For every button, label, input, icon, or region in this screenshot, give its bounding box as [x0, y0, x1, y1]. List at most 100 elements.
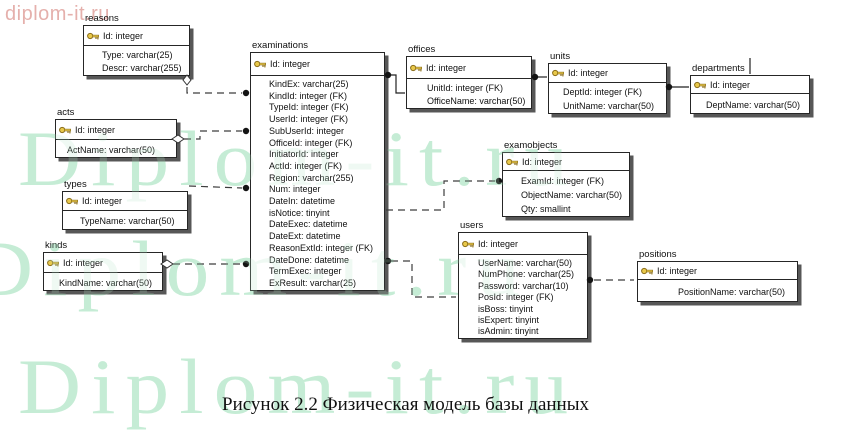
field: TypeName: varchar(50)	[80, 216, 175, 226]
many-cardinality-dot	[384, 71, 392, 79]
field: Region: varchar(255)	[269, 172, 354, 183]
table-acts-fields: ActName: varchar(50)	[56, 140, 176, 157]
table-types-header: Id: integer	[63, 192, 187, 211]
primary-key-field: Id: integer	[710, 79, 751, 90]
table-positions-label: positions	[639, 249, 677, 260]
field: isAdmin: tinyint	[478, 326, 539, 337]
connector-examinations-to-examobjects	[386, 180, 495, 211]
connector-types-to-examinations	[188, 185, 243, 189]
primary-key-icon	[87, 32, 99, 39]
connector-users-to-examinations	[391, 260, 456, 298]
primary-key-icon	[66, 197, 78, 205]
field: PositionName: varchar(50)	[678, 287, 786, 297]
field: KindId: integer (FK)	[269, 90, 348, 101]
field: OfficeId: integer (FK)	[269, 137, 353, 148]
primary-key-icon	[47, 259, 59, 266]
primary-key-icon	[552, 69, 564, 77]
table-positions-fields: PositionName: varchar(50)	[638, 280, 797, 301]
table-reasons-fields: Type: varchar(25) Descr: varchar(255)	[84, 46, 189, 75]
primary-key-icon	[410, 64, 422, 71]
many-cardinality-dot	[242, 89, 250, 97]
field: NumPhone: varchar(25)	[478, 269, 575, 280]
primary-key-field: Id: integer	[63, 257, 104, 268]
field: PosId: integer (FK)	[478, 292, 554, 303]
field: isExpert: tinyint	[478, 315, 540, 326]
field: UserId: integer (FK)	[269, 114, 349, 125]
primary-key-icon	[506, 158, 518, 165]
connector-acts-to-examinations	[184, 130, 242, 140]
table-examobjects-label: examobjects	[504, 140, 558, 151]
table-users-label: users	[460, 220, 484, 231]
primary-key-field: Id: integer	[103, 30, 144, 41]
field: ActId: integer (FK)	[269, 160, 343, 171]
field: Descr: varchar(255)	[102, 63, 182, 73]
table-reasons-header: Id: integer	[84, 26, 189, 46]
field: Type: varchar(25)	[102, 50, 173, 60]
table-reasons-label: reasons	[85, 13, 119, 24]
field: UserName: varchar(50)	[478, 258, 573, 268]
connector-offices-to-examinations	[391, 74, 405, 94]
table-kinds-label: kinds	[45, 240, 68, 251]
many-cardinality-dot	[242, 260, 250, 268]
many-cardinality-dot	[531, 73, 539, 81]
table-departments-fields: DeptName: varchar(50)	[691, 94, 809, 113]
field: DateIn: datetime	[269, 196, 336, 207]
table-positions-header: Id: integer	[638, 262, 797, 280]
field: ReasonExtId: integer (FK)	[269, 242, 374, 253]
field: DeptId: integer (FK)	[563, 87, 643, 97]
field: DateExt: datetime	[269, 231, 341, 242]
table-users-header: Id: integer	[459, 233, 587, 255]
primary-key-icon	[641, 267, 653, 274]
primary-key-field: Id: integer	[657, 265, 698, 276]
table-departments-label: departments	[692, 63, 745, 74]
table-examinations-fields: KindEx: varchar(25)KindId: integer (FK)T…	[251, 76, 384, 290]
table-types-label: types	[64, 179, 87, 190]
field: TermExec: integer	[269, 266, 342, 277]
table-acts-label: acts	[57, 107, 75, 118]
table-types-fields: TypeName: varchar(50)	[63, 211, 187, 229]
primary-key-field: Id: integer	[426, 62, 467, 73]
field: Num: integer	[269, 184, 321, 195]
field: ObjectName: varchar(50)	[521, 190, 623, 200]
field: ActName: varchar(50)	[67, 145, 156, 155]
field: Qty: smallint	[521, 204, 571, 214]
primary-key-icon	[462, 240, 474, 247]
connector-reasons-to-examinations	[186, 87, 242, 94]
table-examinations-label: examinations	[252, 40, 308, 51]
primary-key-field: Id: integer	[568, 68, 609, 78]
many-cardinality-dot	[384, 257, 392, 265]
table-offices-header: Id: integer	[407, 57, 531, 79]
field: isNotice: tinyint	[269, 207, 330, 218]
table-kinds-fields: KindName: varchar(50)	[44, 273, 162, 290]
field: SubUserId: integer	[269, 125, 345, 136]
field: InitiatorId: integer	[269, 149, 339, 160]
table-units-header: Id: integer	[549, 64, 666, 83]
table-units-label: units	[550, 51, 571, 62]
figure-caption: Рисунок 2.2 Физическая модель базы данны…	[222, 394, 589, 415]
primary-key-field: Id: integer	[522, 156, 563, 167]
primary-key-field: Id: integer	[478, 238, 519, 249]
table-offices-label: offices	[408, 44, 436, 55]
field: ExamId: integer (FK)	[521, 176, 605, 186]
primary-key-icon	[694, 81, 706, 88]
table-kinds-header: Id: integer	[44, 253, 162, 273]
field: DateDone: datetime	[269, 254, 350, 265]
field: TypeId: integer (FK)	[269, 102, 349, 113]
field: DeptName: varchar(50)	[706, 100, 801, 110]
table-units-fields: DeptId: integer (FK)UnitName: varchar(50…	[549, 83, 666, 113]
field: OfficeName: varchar(50)	[427, 96, 526, 106]
many-cardinality-dot	[242, 127, 250, 135]
primary-key-field: Id: integer	[270, 59, 311, 69]
table-examobjects-header: Id: integer	[503, 153, 629, 171]
primary-key-field: Id: integer	[82, 196, 123, 206]
